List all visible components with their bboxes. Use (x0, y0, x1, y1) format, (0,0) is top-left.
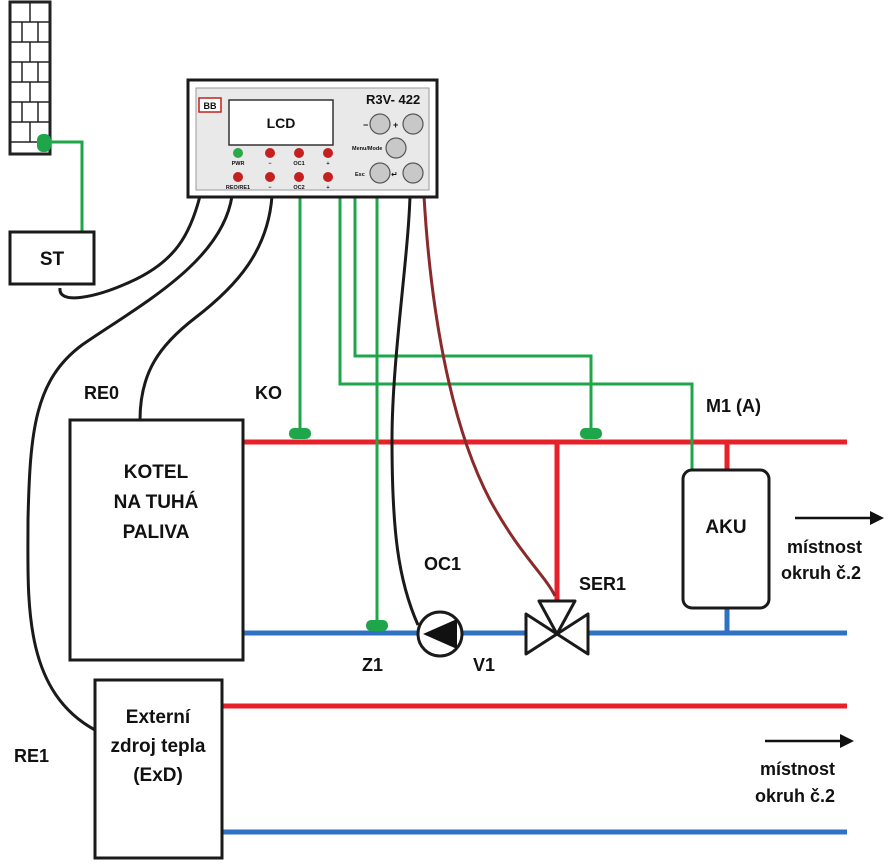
lcd-display (228, 99, 334, 146)
led-8 (323, 172, 333, 182)
st-sensor-wire (44, 140, 84, 232)
external-source-box (93, 678, 224, 860)
ser-sensor-wire (353, 196, 593, 430)
led-7 (294, 172, 304, 182)
room1-label-2: okruh č.2 (781, 563, 861, 583)
flow-arrows (765, 511, 884, 748)
m1-sensor-wire (338, 196, 694, 478)
external-label-2: zdroj tepla (110, 736, 205, 757)
three-way-valve (524, 599, 590, 656)
minus-button-label: − (363, 120, 368, 130)
re1-label: RE1 (14, 746, 49, 766)
model-label: R3V- 422 (366, 92, 420, 107)
controller-buttons (369, 113, 424, 184)
esc-button-label: Esc (355, 172, 365, 178)
menu-mode-button[interactable] (385, 137, 407, 159)
pump-triangle-icon (423, 619, 457, 649)
pm-label-3: − (268, 185, 271, 191)
ko-sensor (289, 428, 311, 439)
z1-sensor (366, 620, 388, 631)
re0-label: RE0 (84, 383, 119, 403)
boiler-box (68, 418, 245, 662)
boiler-label-3: PALIVA (123, 522, 190, 543)
led-5 (233, 172, 243, 182)
st-sensor (37, 134, 51, 152)
enter-button-label: ↵ (391, 170, 398, 179)
z1-label: Z1 (362, 655, 383, 675)
oc1-led-label: OC1 (293, 161, 304, 167)
pump (416, 610, 464, 658)
boiler-label-1: KOTEL (124, 462, 189, 483)
external-label-1: Externí (126, 707, 191, 728)
brand-logo: BB (198, 97, 222, 113)
led-6 (265, 172, 275, 182)
boiler-label-2: NA TUHÁ (114, 491, 199, 513)
external-label-3: (ExD) (133, 765, 183, 786)
plus-button[interactable] (402, 113, 424, 135)
led-3 (294, 148, 304, 158)
pm-label-4: + (326, 185, 329, 191)
chimney (8, 0, 52, 156)
st-cable (58, 195, 202, 300)
pwr-led-label: PWR (232, 161, 245, 167)
re0-cable (138, 195, 274, 421)
oc1-label: OC1 (424, 554, 461, 574)
oc1-cable (390, 195, 420, 626)
re1-cable (26, 195, 234, 732)
room1-label-1: místnost (787, 537, 862, 557)
controller-unit: BB LCD R3V- 422 − + Menu/Mode Esc ↵ (186, 78, 439, 199)
room2-label-2: okruh č.2 (755, 786, 835, 806)
lcd-label: LCD (267, 115, 296, 131)
ser-sensor (580, 428, 602, 439)
ser1-cable (422, 195, 557, 597)
minus-button[interactable] (369, 113, 391, 135)
st-box (8, 230, 96, 286)
pwr-led (233, 148, 243, 158)
brand-logo-text: BB (204, 101, 217, 111)
pm-label-1: − (268, 161, 271, 167)
aku-label: AKU (705, 517, 746, 538)
plus-button-label: + (393, 120, 398, 130)
st-label: ST (40, 249, 65, 270)
status-leds (233, 148, 333, 182)
m1-label: M1 (A) (706, 396, 761, 416)
oc2-led-label: OC2 (293, 185, 304, 191)
v1-label: V1 (473, 655, 495, 675)
led-2 (265, 148, 275, 158)
reo-led-label: REO/RE1 (226, 185, 250, 191)
room2-label-1: místnost (760, 759, 835, 779)
led-4 (323, 148, 333, 158)
aku-tank (681, 468, 771, 610)
enter-button[interactable] (402, 162, 424, 184)
menu-button-label: Menu/Mode (352, 146, 382, 152)
ser1-label: SER1 (579, 574, 626, 594)
esc-button[interactable] (369, 162, 391, 184)
wires (26, 140, 694, 732)
ko-label: KO (255, 383, 282, 403)
pm-label-2: + (326, 161, 329, 167)
